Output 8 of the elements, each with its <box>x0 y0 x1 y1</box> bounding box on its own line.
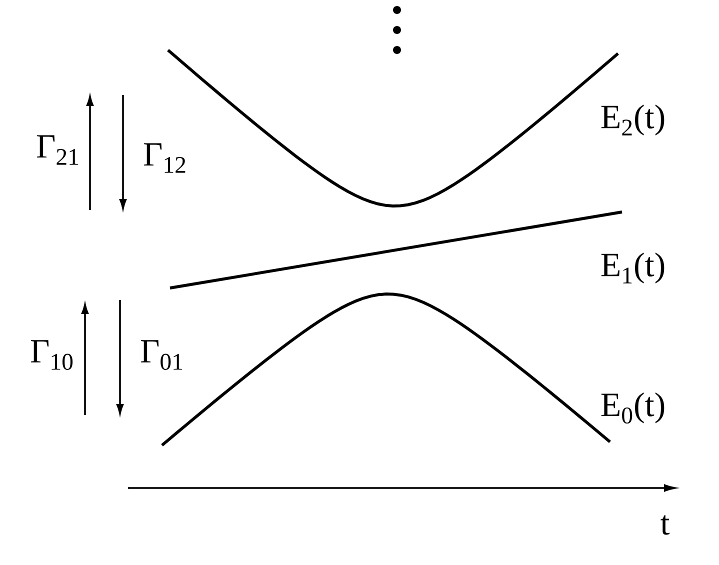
axis-label: t <box>660 515 670 535</box>
level-label: E$_{0}$(t) <box>601 392 664 424</box>
level-label: Γ$_{12}$ <box>144 143 186 173</box>
level-label: Γ$_{10}$ <box>31 340 73 370</box>
level-label: Γ$_{21}$ <box>37 135 78 165</box>
level-label: E$_{2}$(t) <box>601 104 664 136</box>
level-label: Γ$_{01}$ <box>141 340 182 370</box>
level-label: E$_{1}$(t) <box>601 252 664 284</box>
